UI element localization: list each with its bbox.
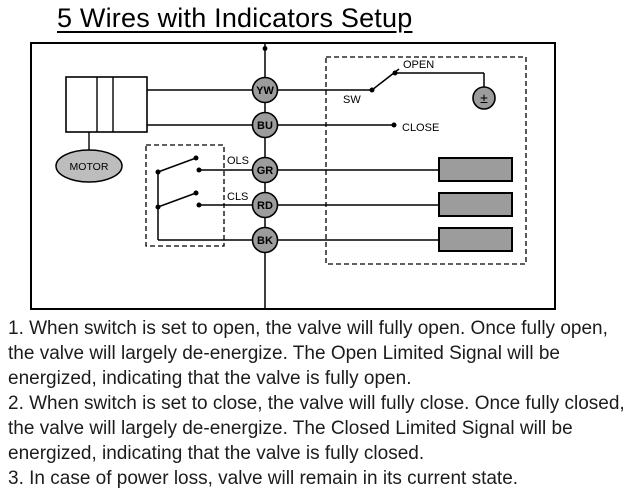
sw-close-contact-dot — [391, 122, 397, 128]
ols-switch — [155, 155, 202, 175]
close-label: CLOSE — [402, 122, 439, 134]
terminal-rd — [251, 191, 279, 219]
cls-switch-arm — [157, 192, 197, 208]
motor-ellipse — [55, 149, 123, 183]
cls-switch — [155, 190, 202, 210]
note-close: 2. When switch is set to close, the valv… — [8, 393, 625, 464]
motor-assembly: MOTOR — [55, 76, 148, 183]
power-source — [472, 86, 496, 110]
cls-label: CLS — [227, 191, 248, 203]
terminals: YW BU GR RD BK — [251, 76, 279, 254]
note-power-loss: 3. In case of power loss, valve will rem… — [8, 468, 519, 489]
ols-contact-dot — [196, 167, 202, 173]
power-symbol: ± — [480, 90, 488, 106]
indicator-lamp-close — [438, 192, 513, 217]
motor-label: MOTOR — [70, 161, 109, 173]
terminal-bu — [251, 111, 279, 139]
ols-pivot-dot — [155, 169, 161, 175]
terminal-yw-label: YW — [256, 85, 274, 97]
ols-label: OLS — [227, 155, 249, 167]
indicator-lamp-open — [438, 157, 513, 182]
selector-switch-box: SW OPEN CLOSE ± — [325, 56, 527, 265]
notes: 1. When switch is set to open, the valve… — [8, 316, 630, 491]
sw-common-dot — [369, 87, 375, 93]
terminal-gr — [251, 156, 279, 184]
cls-tip-dot — [193, 190, 199, 196]
cls-pivot-dot — [155, 204, 161, 210]
limit-switch-dashed-border — [145, 144, 225, 247]
terminal-bk-label: BK — [257, 235, 273, 247]
cls-contact-dot — [196, 202, 202, 208]
terminal-rd-label: RD — [257, 200, 273, 212]
note-open: 1. When switch is set to open, the valve… — [8, 318, 608, 389]
open-label: OPEN — [403, 59, 434, 71]
terminal-yw — [251, 76, 279, 104]
terminal-bk — [251, 226, 279, 254]
limit-switch-box: OLS CLS — [145, 144, 249, 247]
terminal-gr-label: GR — [257, 165, 274, 177]
ols-tip-dot — [193, 155, 199, 161]
terminal-bu-label: BU — [257, 120, 273, 132]
diagram-frame — [30, 42, 556, 310]
sw-label: SW — [343, 94, 361, 106]
junction-dot — [262, 46, 268, 51]
selector-dashed-border — [325, 56, 527, 265]
wiring-diagram: MOTOR OLS CLS — [30, 42, 556, 310]
indicator-lamp-common — [438, 227, 513, 252]
ols-switch-arm — [157, 157, 197, 173]
page-title: 5 Wires with Indicators Setup — [57, 3, 413, 33]
actuator-body — [65, 76, 148, 133]
sw-open-contact-dot — [392, 70, 398, 76]
